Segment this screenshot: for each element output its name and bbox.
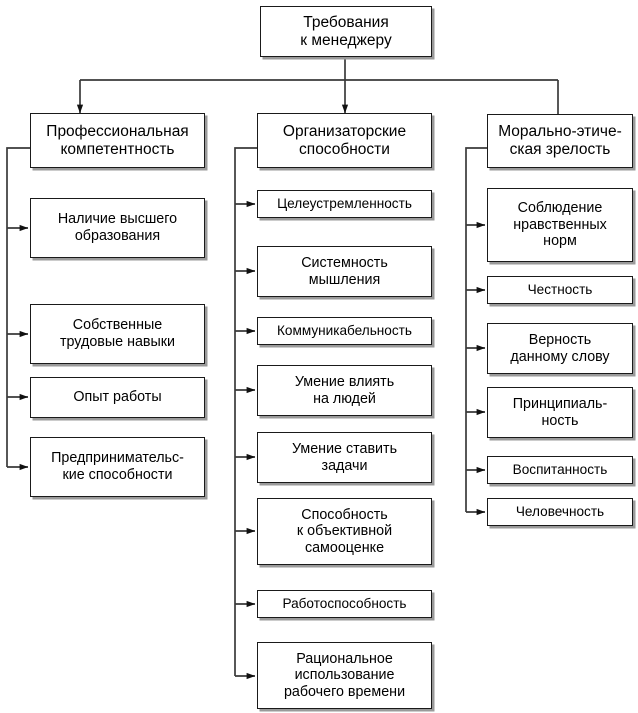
node-leaf[interactable]: Воспитанность [487, 456, 633, 484]
node-leaf-label: Рациональное использование рабочего врем… [283, 650, 406, 700]
node-leaf[interactable]: Соблюдение нравственных норм [487, 188, 633, 262]
node-leaf[interactable]: Собственные трудовые навыки [30, 304, 205, 364]
node-leaf-label: Коммуникабельность [277, 323, 412, 339]
node-leaf[interactable]: Человечность [487, 498, 633, 526]
node-branch-label: Организаторские способности [282, 122, 407, 158]
node-leaf[interactable]: Честность [487, 276, 633, 304]
node-leaf[interactable]: Предпринимательс- кие способности [30, 437, 205, 497]
node-leaf-label: Системность мышления [301, 254, 388, 288]
node-leaf[interactable]: Умение ставить задачи [257, 432, 432, 483]
node-leaf-label: Честность [527, 282, 593, 298]
node-leaf-label: Наличие высшего образования [57, 211, 178, 244]
node-leaf[interactable]: Опыт работы [30, 377, 205, 418]
node-leaf-label: Собственные трудовые навыки [59, 317, 176, 350]
node-root-label: Требования к менеджеру [300, 13, 392, 49]
node-leaf[interactable]: Умение влиять на людей [257, 365, 432, 416]
node-branch-moral-ethical-maturity[interactable]: Морально-этиче- ская зрелость [487, 114, 633, 168]
node-leaf-label: Соблюдение нравственных норм [513, 200, 607, 250]
node-leaf[interactable]: Рациональное использование рабочего врем… [257, 642, 432, 709]
node-branch-label: Профессиональная компетентность [46, 122, 189, 158]
node-leaf[interactable]: Коммуникабельность [257, 317, 432, 345]
node-leaf-label: Опыт работы [73, 389, 162, 406]
node-leaf[interactable]: Целеустремленность [257, 190, 432, 218]
node-leaf[interactable]: Принципиаль- ность [487, 387, 633, 438]
node-leaf-label: Принципиаль- ность [512, 395, 608, 429]
node-leaf-label: Целеустремленность [277, 196, 412, 212]
node-branch-label: Морально-этиче- ская зрелость [498, 123, 622, 158]
node-leaf-label: Работоспособность [282, 596, 407, 612]
node-leaf[interactable]: Способность к объективной самооценке [257, 498, 432, 565]
node-leaf-label: Человечность [515, 504, 605, 520]
node-leaf[interactable]: Наличие высшего образования [30, 198, 205, 258]
node-branch-organizational-abilities[interactable]: Организаторские способности [257, 113, 432, 168]
node-leaf-label: Способность к объективной самооценке [296, 506, 393, 556]
node-leaf[interactable]: Работоспособность [257, 590, 432, 618]
node-leaf-label: Умение ставить задачи [291, 440, 398, 474]
node-leaf-label: Умение влиять на людей [294, 373, 395, 407]
node-leaf[interactable]: Верность данному слову [487, 323, 633, 374]
node-root[interactable]: Требования к менеджеру [260, 6, 432, 57]
node-leaf[interactable]: Системность мышления [257, 246, 432, 297]
node-leaf-label: Верность данному слову [510, 331, 610, 365]
node-leaf-label: Воспитанность [512, 462, 608, 478]
node-branch-professional-competence[interactable]: Профессиональная компетентность [30, 113, 205, 168]
node-leaf-label: Предпринимательс- кие способности [51, 450, 184, 483]
